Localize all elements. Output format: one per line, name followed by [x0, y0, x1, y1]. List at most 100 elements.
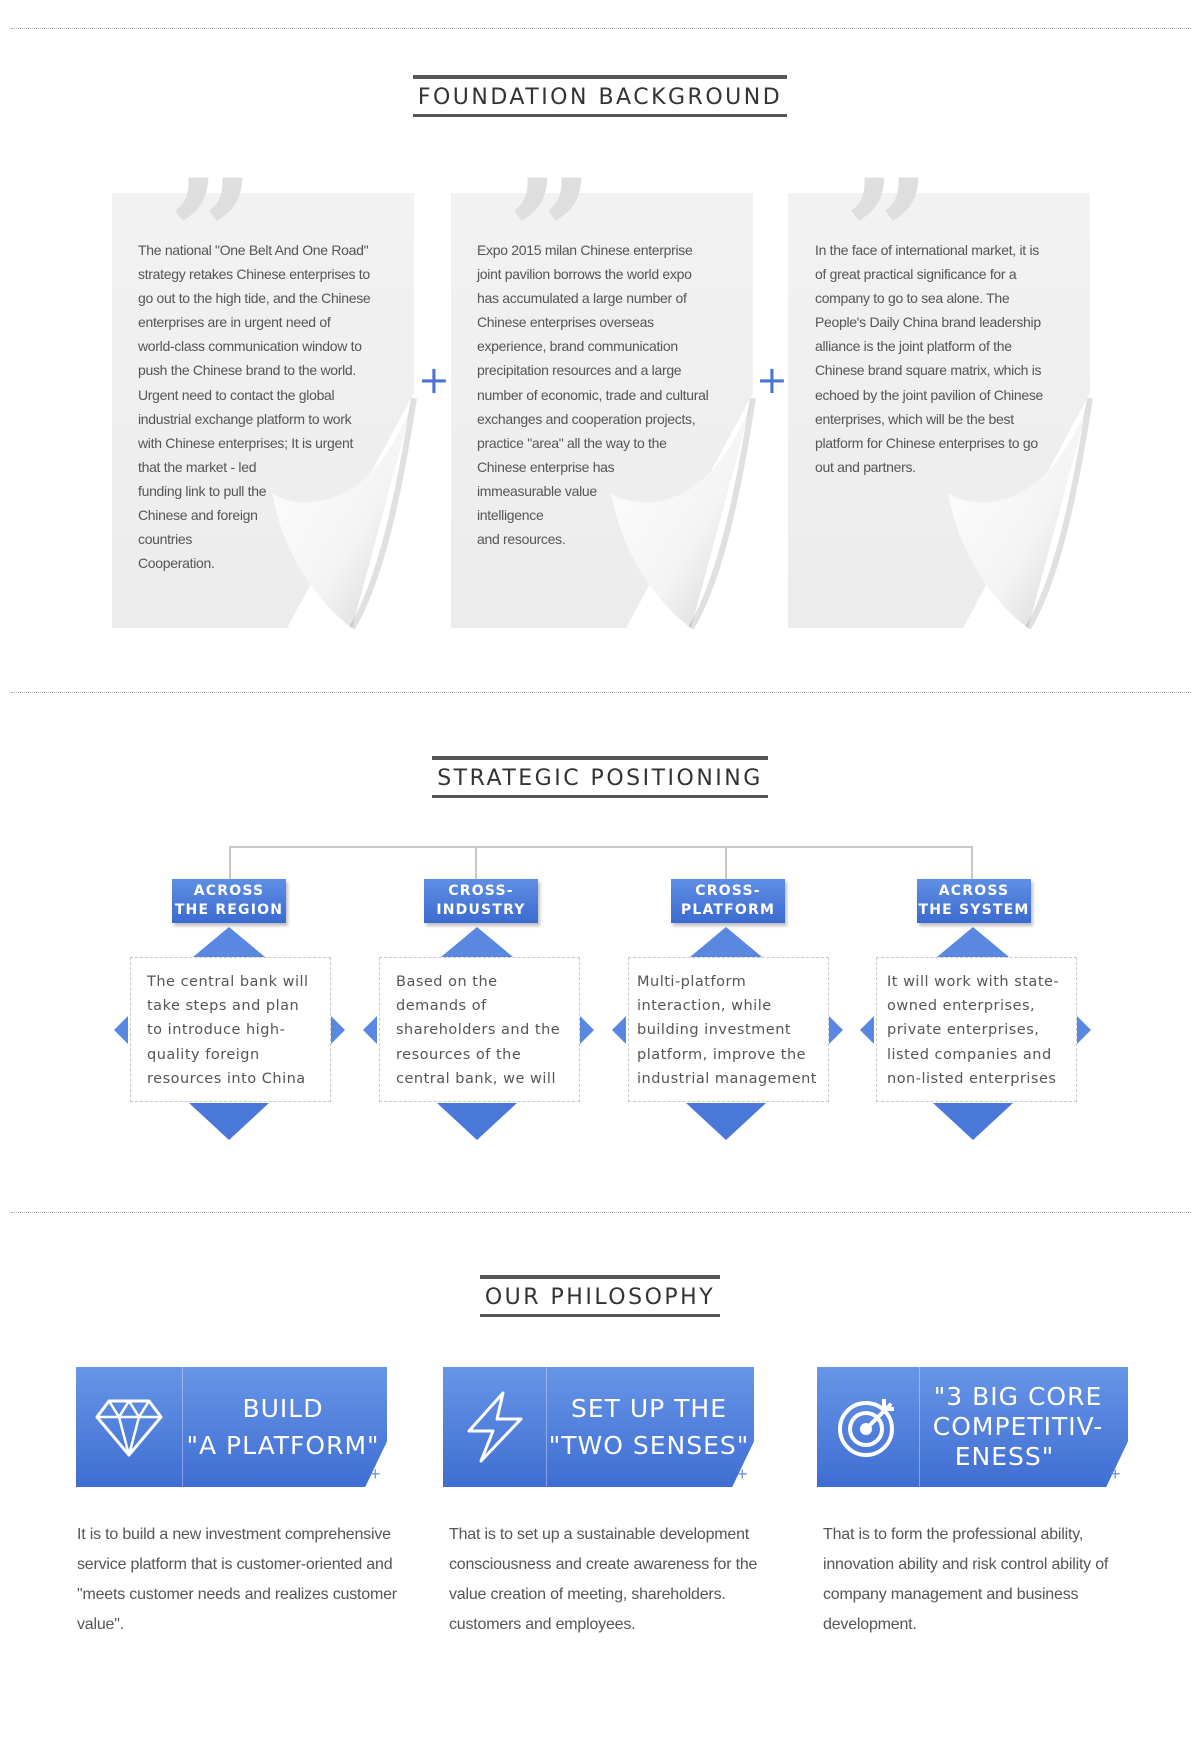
text-line: People's Daily China brand leadership	[815, 314, 1041, 331]
arrow-right-1	[331, 1016, 345, 1044]
text-line: funding link to pull the	[138, 482, 267, 499]
position-text: Based on the demands of shareholders and…	[396, 974, 561, 1087]
arrow-right-3	[829, 1016, 843, 1044]
plus-icon-two-senses[interactable]: +	[737, 1464, 748, 1484]
divider-low	[11, 1212, 1191, 1213]
text-line: Chinese enterprises overseas	[477, 314, 654, 331]
text-line: joint pavilion borrows the world expo	[477, 266, 692, 283]
position-text: It will work with state-owned enterprise…	[887, 974, 1060, 1087]
diamond-top-2	[441, 927, 513, 957]
plus-icon-2: +	[756, 358, 788, 402]
tag-line: PLATFORM	[680, 902, 776, 918]
arrow-left-2	[363, 1016, 377, 1044]
strategic-title: STRATEGIC POSITIONING	[0, 756, 1200, 798]
philosophy-icon-cell	[817, 1367, 920, 1487]
arrow-left-1	[114, 1016, 128, 1044]
philosophy-icon-cell	[76, 1367, 183, 1487]
text-line: precipitation resources and a large	[477, 362, 682, 379]
philosophy-title: OUR PHILOSOPHY	[0, 1275, 1200, 1317]
text-line: push the Chinese brand to the world.	[138, 362, 357, 379]
position-text: The central bank will take steps and pla…	[147, 974, 309, 1087]
foundation-text-1: The national "One Belt And One Road" str…	[138, 238, 400, 575]
position-box-1: The central bank will take steps and pla…	[130, 957, 331, 1102]
position-box-2: Based on the demands of shareholders and…	[379, 957, 580, 1102]
text-line: alliance is the joint platform of the	[815, 338, 1012, 355]
text-line: that the market - led	[138, 458, 257, 475]
foundation-text-3: In the face of international market, it …	[815, 238, 1083, 479]
foundation-title-text: FOUNDATION BACKGROUND	[412, 75, 788, 117]
text-line: of great practical significance for a	[815, 266, 1017, 283]
diamond-bottom-3	[686, 1103, 766, 1140]
text-line: In the face of international market, it …	[815, 242, 1039, 258]
philosophy-desc-build: It is to build a new investment comprehe…	[77, 1526, 397, 1633]
position-tag-across-system: ACROSS THE SYSTEM	[917, 879, 1031, 923]
divider-mid	[11, 692, 1191, 693]
philosophy-desc-two-senses: That is to set up a sustainable developm…	[449, 1526, 758, 1633]
position-tag-across-region: ACROSS THE REGION	[172, 879, 286, 923]
tag-line: ACROSS	[193, 883, 265, 899]
philosophy-title-line: SET UP THE	[570, 1394, 728, 1423]
text-line: countries	[138, 531, 193, 548]
text-line: Expo 2015 milan Chinese enterprise	[477, 242, 693, 258]
philosophy-title-text: OUR PHILOSOPHY	[479, 1275, 721, 1317]
foundation-text-2: Expo 2015 milan Chinese enterprise joint…	[477, 238, 739, 551]
philosophy-title-build: BUILD "A PLATFORM"	[183, 1367, 383, 1487]
philosophy-title-core: "3 BIG CORE COMPETITIV- ENESS"	[920, 1367, 1116, 1487]
text-line: enterprises are in urgent need of	[138, 314, 331, 331]
philosophy-desc-core: That is to form the professional ability…	[823, 1526, 1109, 1633]
position-box-3: Multi-platform interaction, while buildi…	[628, 957, 829, 1102]
text-line: out and partners.	[815, 458, 916, 475]
philosophy-icon-cell	[443, 1367, 547, 1487]
quote-icon-3: ”	[844, 147, 930, 323]
tree-connector-2	[475, 846, 477, 880]
text-line: and resources.	[477, 531, 566, 548]
divider-top	[11, 28, 1191, 29]
foundation-title: FOUNDATION BACKGROUND	[0, 75, 1200, 117]
text-line: with Chinese enterprises; It is urgent	[138, 434, 354, 451]
text-line: Chinese enterprise has	[477, 458, 615, 475]
plus-icon-build[interactable]: +	[370, 1464, 381, 1484]
plus-icon-1: +	[418, 358, 450, 402]
philosophy-title-line: "A PLATFORM"	[186, 1431, 380, 1460]
diamond-bottom-4	[933, 1103, 1013, 1140]
tree-connector-1	[229, 846, 231, 880]
tag-line: THE SYSTEM	[918, 902, 1030, 918]
plus-icon-core[interactable]: +	[1110, 1464, 1121, 1484]
lightning-icon	[467, 1391, 522, 1463]
tag-line: CROSS-	[448, 883, 514, 899]
position-text: Multi-platform interaction, while buildi…	[637, 974, 817, 1087]
text-line: number of economic, trade and cultural	[477, 386, 709, 403]
position-tag-cross-platform: CROSS- PLATFORM	[671, 879, 785, 923]
text-line: exchanges and cooperation projects,	[477, 410, 696, 427]
text-line: practice "area" all the way to the	[477, 434, 667, 451]
diamond-top-4	[937, 927, 1009, 957]
strategic-title-text: STRATEGIC POSITIONING	[432, 756, 768, 798]
diamond-icon	[95, 1399, 163, 1457]
philosophy-title-line: BUILD	[242, 1394, 324, 1423]
philosophy-banner-build: BUILD "A PLATFORM"	[76, 1367, 387, 1487]
text-line: The national "One Belt And One Road"	[138, 242, 369, 258]
diamond-bottom-1	[189, 1103, 269, 1140]
philosophy-banner-core: "3 BIG CORE COMPETITIV- ENESS"	[817, 1367, 1128, 1487]
philosophy-title-line: ENESS"	[954, 1442, 1055, 1471]
quote-icon-1: ”	[168, 147, 254, 323]
text-line: company to go to sea alone. The	[815, 290, 1010, 307]
text-line: Urgent need to contact the global	[138, 386, 335, 403]
tree-connector-4	[971, 846, 973, 880]
arrow-left-4	[860, 1016, 874, 1044]
text-line: experience, brand communication	[477, 338, 678, 355]
tree-connector-3	[725, 846, 727, 880]
diamond-top-3	[690, 927, 762, 957]
philosophy-title-line: "TWO SENSES"	[548, 1431, 750, 1460]
text-line: has accumulated a large number of	[477, 290, 687, 307]
text-line: Cooperation.	[138, 555, 215, 572]
diamond-bottom-2	[437, 1103, 517, 1140]
arrow-right-2	[580, 1016, 594, 1044]
text-line: industrial exchange platform to work	[138, 410, 352, 427]
text-line: strategy retakes Chinese enterprises to	[138, 266, 370, 283]
target-icon	[838, 1399, 894, 1457]
text-line: Chinese brand square matrix, which is	[815, 362, 1042, 379]
text-line: immeasurable value	[477, 482, 597, 499]
text-line: world-class communication window to	[138, 338, 362, 355]
philosophy-title-line: COMPETITIV-	[932, 1412, 1104, 1441]
